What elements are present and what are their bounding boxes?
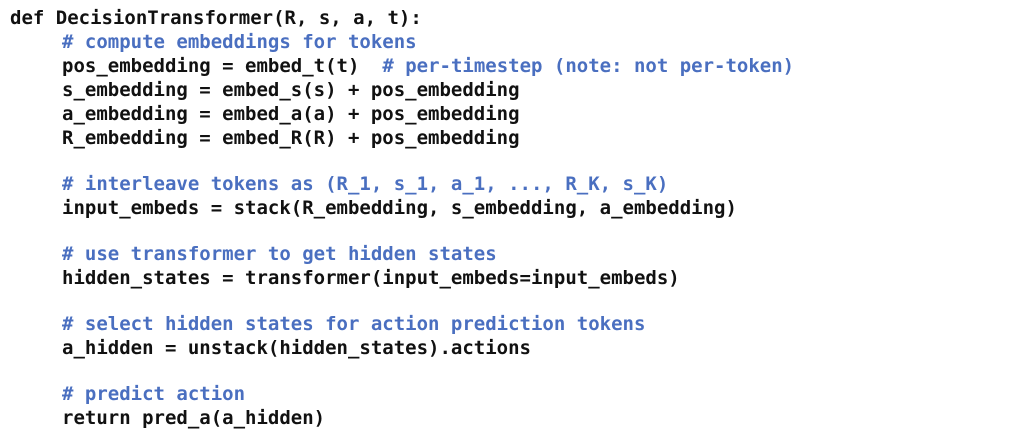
code-line: a_embedding = embed_a(a) + pos_embedding bbox=[10, 102, 1024, 126]
code-comment: # interleave tokens as (R_1, s_1, a_1, .… bbox=[62, 173, 669, 195]
code-statement: pos_embedding = embed_t(t) bbox=[62, 55, 360, 77]
blank-line bbox=[10, 360, 1024, 382]
inline-comment: # per-timestep (note: not per-token) bbox=[382, 55, 795, 77]
code-statement: input_embeds = stack(R_embedding, s_embe… bbox=[62, 197, 737, 219]
code-line: # predict action bbox=[10, 382, 1024, 406]
code-line: # select hidden states for action predic… bbox=[10, 312, 1024, 336]
blank-line bbox=[10, 220, 1024, 242]
code-statement: hidden_states = transformer(input_embeds… bbox=[62, 267, 680, 289]
code-comment: # select hidden states for action predic… bbox=[62, 313, 646, 335]
function-definition-line: def DecisionTransformer(R, s, a, t): bbox=[10, 6, 1024, 30]
code-line: hidden_states = transformer(input_embeds… bbox=[10, 266, 1024, 290]
code-comment: # use transformer to get hidden states bbox=[62, 243, 497, 265]
code-line: a_hidden = unstack(hidden_states).action… bbox=[10, 336, 1024, 360]
code-line: R_embedding = embed_R(R) + pos_embedding bbox=[10, 126, 1024, 150]
code-line: # compute embeddings for tokens bbox=[10, 30, 1024, 54]
code-line: # interleave tokens as (R_1, s_1, a_1, .… bbox=[10, 172, 1024, 196]
code-line: input_embeds = stack(R_embedding, s_embe… bbox=[10, 196, 1024, 220]
code-statement: R_embedding = embed_R(R) + pos_embedding bbox=[62, 127, 520, 149]
code-line: s_embedding = embed_s(s) + pos_embedding bbox=[10, 78, 1024, 102]
code-line: # use transformer to get hidden states bbox=[10, 242, 1024, 266]
function-signature: def DecisionTransformer(R, s, a, t): bbox=[10, 7, 422, 29]
code-statement: a_hidden = unstack(hidden_states).action… bbox=[62, 337, 531, 359]
return-statement: return pred_a(a_hidden) bbox=[62, 407, 326, 429]
blank-line bbox=[10, 150, 1024, 172]
code-line: return pred_a(a_hidden) bbox=[10, 406, 1024, 430]
code-statement: a_embedding = embed_a(a) + pos_embedding bbox=[62, 103, 520, 125]
blank-line bbox=[10, 290, 1024, 312]
code-statement: s_embedding = embed_s(s) + pos_embedding bbox=[62, 79, 520, 101]
code-comment: # predict action bbox=[62, 383, 246, 405]
code-comment: # compute embeddings for tokens bbox=[62, 31, 417, 53]
code-line: pos_embedding = embed_t(t) # per-timeste… bbox=[10, 54, 1024, 78]
